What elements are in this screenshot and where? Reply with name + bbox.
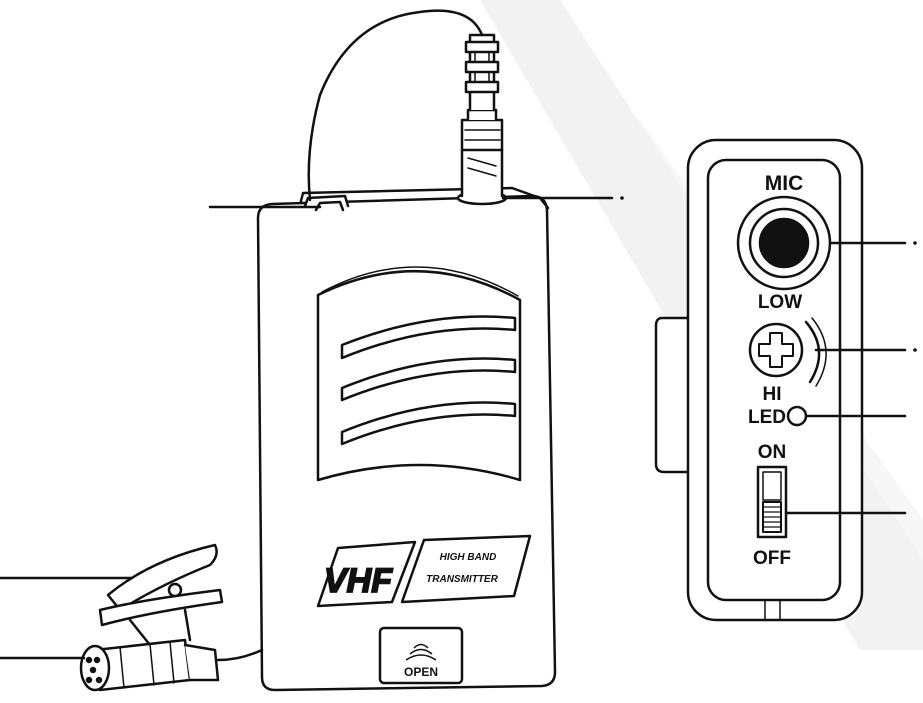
lavalier-mic-head-icon <box>79 638 220 692</box>
lavalier-cable <box>216 648 264 662</box>
gain-low-label: LOW <box>758 292 802 313</box>
switch-on-label: ON <box>758 442 787 463</box>
led-indicator-icon <box>786 405 808 427</box>
labels: MIC LOW HI LED ON OFF VHF HIGH BAND TRAN… <box>323 172 804 679</box>
switch-off-label: OFF <box>753 548 791 569</box>
band-label-line1: HIGH BAND <box>440 552 497 563</box>
gain-high-label: HI <box>763 384 782 405</box>
mic-jack-icon <box>736 195 832 291</box>
lavalier-clip-icon <box>98 543 224 647</box>
mic-connector <box>460 33 504 198</box>
sound-waves-icon <box>316 266 522 482</box>
mic-label: MIC <box>765 172 804 195</box>
band-label-line2: TRANSMITTER <box>426 574 498 585</box>
callout-lines <box>0 196 907 660</box>
battery-door-label: OPEN <box>404 665 438 679</box>
brand-label: VHF <box>324 562 393 600</box>
power-slide-switch-icon[interactable] <box>756 465 788 539</box>
led-label: LED <box>748 407 786 428</box>
mic-cable-top <box>307 9 484 202</box>
vhf-badge <box>316 534 532 608</box>
open-arrow-icon <box>405 643 437 661</box>
